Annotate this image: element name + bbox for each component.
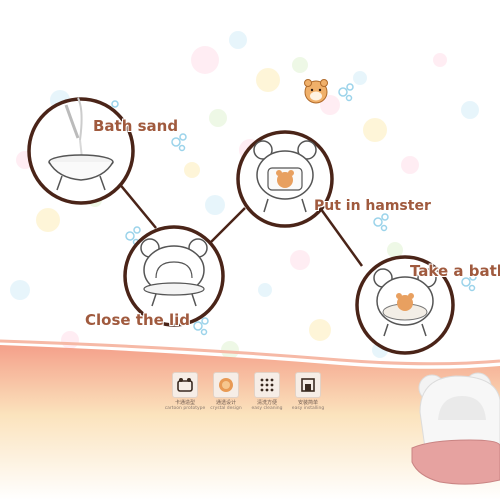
band-stripe xyxy=(0,339,500,366)
feature-installing: 安装简单 easy installing xyxy=(283,372,333,412)
feature-cartoon-en: cartoon prototype xyxy=(164,406,206,411)
feature-cleaning: 清洗方便 easy cleaning xyxy=(242,372,292,412)
feature-installing-zh: 安装简单 xyxy=(297,400,318,406)
feature-cleaning-zh: 清洗方便 xyxy=(256,400,277,406)
step-connectors xyxy=(117,181,364,267)
step4-label: Take a bath xyxy=(410,262,500,280)
step2-label: Put in hamster xyxy=(314,198,431,214)
step3-illustration xyxy=(123,225,225,327)
step1-label: Bath sand xyxy=(93,117,179,135)
feature-crystal-en: crystal design xyxy=(210,406,242,411)
feature-crystal-zh: 通透设计 xyxy=(215,400,236,406)
feature-cartoon-zh: 卡通造型 xyxy=(174,400,195,406)
product-photo xyxy=(411,372,500,485)
step4-illustration xyxy=(355,255,455,355)
step1-illustration xyxy=(27,97,135,205)
hamster-sticker-icon xyxy=(304,79,328,104)
feature-cartoon: 卡通造型 cartoon prototype xyxy=(160,372,210,412)
bottom-band xyxy=(0,345,500,500)
step2-illustration xyxy=(236,130,334,228)
cleaning-icon xyxy=(254,372,280,398)
feature-installing-en: easy installing xyxy=(291,406,325,411)
crystal-icon xyxy=(213,372,239,398)
step3-label: Close the lid xyxy=(85,311,191,329)
installing-icon xyxy=(295,372,321,398)
feature-crystal: 通透设计 crystal design xyxy=(201,372,251,412)
cartoon-icon xyxy=(172,372,198,398)
feature-cleaning-en: easy cleaning xyxy=(251,406,283,411)
